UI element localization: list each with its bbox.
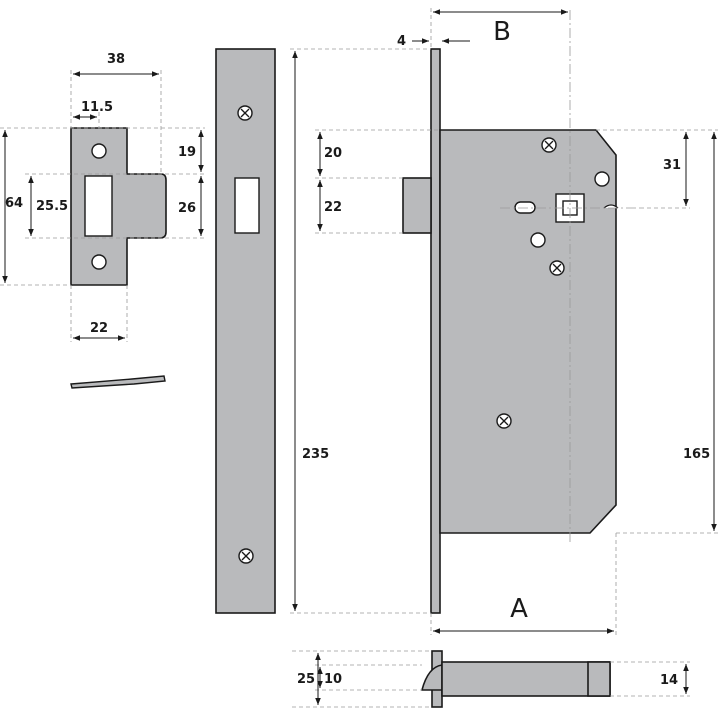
- dim-bolt-inner: 10: [324, 672, 342, 687]
- dim-follower-offset: 31: [663, 158, 681, 173]
- latch-bolt: [402, 177, 432, 234]
- dim-striker-hole-offset: 11.5: [81, 100, 113, 115]
- case-notch: [603, 204, 619, 209]
- forend-screw-top: [237, 105, 253, 121]
- case-body: [439, 129, 617, 534]
- forend-screw-bottom: [238, 548, 254, 564]
- forend-plate-body: [215, 48, 276, 614]
- case-screw-mid: [549, 260, 565, 276]
- striker-opening: [84, 175, 113, 237]
- striker-screw-hole-bottom: [91, 254, 107, 270]
- bolt-dimensions: 25 10 14: [292, 650, 690, 708]
- striker-dimensions: 38 11.5 64 25.5 19 26 22: [0, 52, 205, 342]
- forend-latch-slot: [234, 177, 260, 234]
- dim-case-height: 165: [683, 447, 710, 462]
- dim-striker-top: 19: [178, 145, 196, 160]
- dim-latch-offset: 20: [324, 146, 342, 161]
- case-forend-edge: [430, 48, 441, 614]
- forend-plate: [215, 48, 276, 614]
- dim-striker-tongue: 26: [178, 201, 196, 216]
- dim-bolt-depth: 14: [660, 673, 678, 688]
- dim-striker-base: 22: [90, 321, 108, 336]
- bolt-view-end: [587, 661, 611, 697]
- label-b: B: [493, 17, 511, 47]
- dim-striker-opening: 25.5: [36, 199, 68, 214]
- case-screw-top: [541, 137, 557, 153]
- dim-latch-height: 22: [324, 200, 342, 215]
- bolt-view-body: [441, 661, 611, 697]
- dim-bolt-height: 25: [297, 672, 315, 687]
- case-slot-hole: [514, 201, 536, 214]
- label-a: A: [510, 594, 528, 624]
- dim-forend-length: 235: [302, 447, 329, 462]
- striker-screw-hole-top: [91, 143, 107, 159]
- striker-plate: [70, 127, 167, 286]
- dim-striker-height: 64: [5, 196, 23, 211]
- case-hole-mid: [530, 232, 546, 248]
- case-hole-top-right: [594, 171, 610, 187]
- case-dimensions: B 4 235 20 22 31 165 A: [290, 8, 718, 635]
- latch-bolt-top-view: [420, 650, 611, 708]
- case-screw-low: [496, 413, 512, 429]
- dim-striker-width: 38: [107, 52, 125, 67]
- lock-case: [402, 48, 619, 614]
- dim-forend-thickness: 4: [397, 34, 406, 49]
- striker-side-profile: [70, 375, 166, 389]
